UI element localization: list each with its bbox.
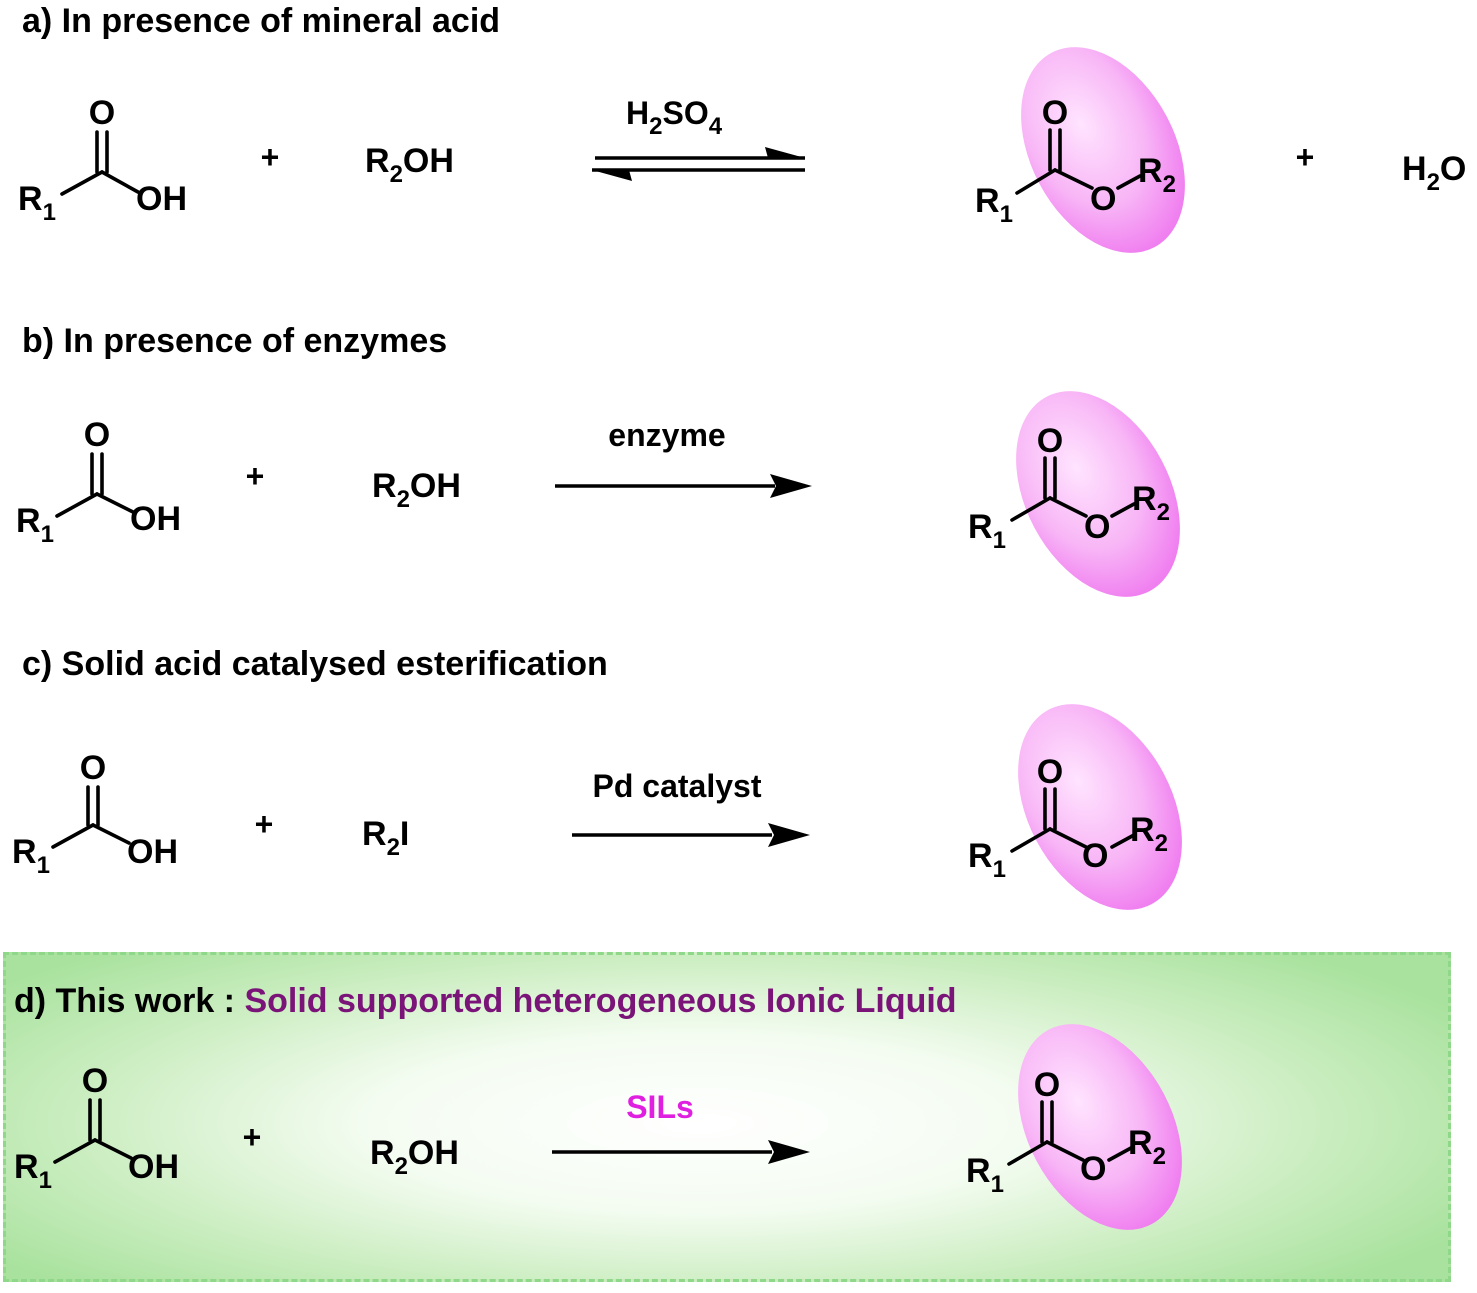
ester-oxygen: O (1082, 837, 1108, 875)
scheme-a-title: a) In presence of mineral acid (22, 2, 501, 40)
r1-label: R1 (968, 508, 1006, 554)
reaction-arrow (552, 1140, 810, 1164)
hydroxyl-label: OH (127, 833, 178, 871)
this-work-box (3, 952, 1451, 1282)
scheme-a-graphic: O R1 OH + R2OH H2SO4 O R1 O R2 + H2O (18, 47, 1466, 253)
ester-oxygen: O (1090, 180, 1116, 218)
ester-product: O R1 O R2 (966, 1024, 1182, 1230)
reaction-arrow (555, 474, 812, 498)
scheme-d: d) This work : Solid supported heterogen… (0, 952, 1477, 1282)
scheme-b: b) In presence of enzymes O R1 OH + R2OH… (0, 322, 1477, 622)
hydroxyl-label: OH (130, 500, 181, 538)
carbonyl-oxygen: O (84, 416, 110, 454)
carbonyl-oxygen: O (1042, 94, 1068, 132)
scheme-a: a) In presence of mineral acid O R1 OH +… (0, 0, 1477, 300)
r2-label: R2 (1132, 480, 1170, 526)
alcohol-label: R2OH (372, 467, 461, 513)
reactant-acid: O R1 OH (12, 749, 178, 879)
scheme-d-title-prefix: d) This work : (14, 982, 245, 1020)
alcohol-label: R2OH (365, 142, 454, 188)
r1-label: R1 (975, 182, 1013, 228)
r1-label: R1 (12, 833, 50, 879)
alcohol-label: R2OH (370, 1134, 459, 1180)
scheme-d-title: d) This work : Solid supported heterogen… (14, 982, 957, 1021)
plus-sign: + (246, 458, 265, 494)
hydroxyl-label: OH (136, 180, 187, 218)
ester-oxygen: O (1080, 1150, 1106, 1188)
r2-label: R2 (1138, 152, 1176, 198)
scheme-d-title-highlight: Solid supported heterogeneous Ionic Liqu… (244, 982, 957, 1020)
carbonyl-oxygen: O (1037, 422, 1063, 460)
carbonyl-oxygen: O (1037, 753, 1063, 791)
carbonyl-oxygen: O (80, 749, 106, 787)
condition-label: Pd catalyst (593, 768, 762, 804)
ester-oxygen: O (1084, 508, 1110, 546)
plus-sign: + (261, 139, 280, 175)
r1-label: R1 (14, 1148, 52, 1194)
scheme-c: c) Solid acid catalysed esterification O… (0, 645, 1477, 945)
condition-label: SILs (626, 1089, 694, 1125)
scheme-b-title: b) In presence of enzymes (22, 322, 448, 360)
r1-label: R1 (968, 837, 1006, 883)
reactant-acid: O R1 OH (18, 94, 187, 226)
water-label: H2O (1402, 150, 1466, 196)
condition-label: H2SO4 (626, 95, 723, 140)
reactant-acid: O R1 OH (14, 1062, 179, 1194)
r2-label: R2 (1128, 1124, 1166, 1170)
scheme-d-graphic: O R1 OH + R2OH SILs O R1 O R2 (14, 1024, 1182, 1230)
r2-label: R2 (1130, 811, 1168, 857)
iodide-label: R2I (362, 815, 409, 861)
scheme-c-title: c) Solid acid catalysed esterification (22, 645, 608, 683)
reaction-arrow (572, 823, 810, 847)
condition-label: enzyme (608, 417, 725, 453)
ester-product: O R1 O R2 (968, 704, 1182, 910)
hydroxyl-label: OH (128, 1148, 179, 1186)
ester-product: O R1 O R2 (968, 391, 1180, 597)
r1-label: R1 (18, 180, 56, 226)
carbonyl-oxygen: O (82, 1062, 108, 1100)
plus-sign: + (1296, 139, 1315, 175)
scheme-c-graphic: O R1 OH + R2I Pd catalyst O R1 O R2 (12, 704, 1182, 910)
carbonyl-oxygen: O (89, 94, 115, 132)
carbonyl-oxygen: O (1034, 1066, 1060, 1104)
scheme-b-graphic: O R1 OH + R2OH enzyme O R1 O R2 (16, 391, 1180, 597)
r1-label: R1 (966, 1152, 1004, 1198)
equilibrium-arrow (592, 147, 805, 181)
plus-sign: + (243, 1119, 262, 1155)
ester-product: O R1 O R2 (975, 47, 1185, 253)
r1-label: R1 (16, 502, 54, 548)
plus-sign: + (255, 806, 274, 842)
reactant-acid: O R1 OH (16, 416, 181, 548)
